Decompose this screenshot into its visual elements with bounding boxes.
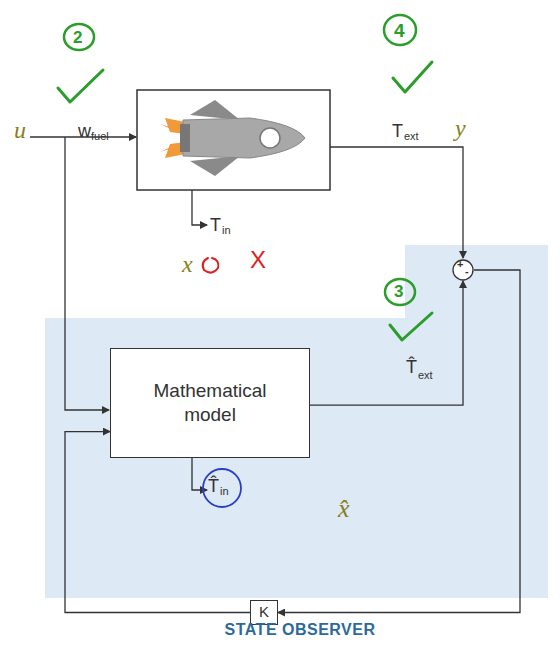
cross-mark: X [250,248,266,272]
signal-name: T [210,216,221,234]
signal-wires [30,137,463,490]
sign-symbol: - [465,266,469,277]
signal-name: w [78,122,91,140]
signal-subscript: in [222,225,231,236]
box-label: K [259,603,269,622]
signal-connector [310,281,463,405]
plant-box [137,90,330,190]
signal-symbol: x̂ [338,496,350,522]
signal-connector [65,432,250,613]
signal-subscript: ext [404,131,419,142]
handwritten-marks [58,15,432,507]
signal-name: T̂ [406,358,417,376]
signal-subscript: in [220,486,229,497]
signal-subscript: ext [418,370,433,381]
sign-symbol: + [457,259,463,270]
callout-number: 2 [73,29,82,46]
signal-name: T̂ [208,477,219,495]
model-box: Mathematical model [110,348,310,458]
observer-region [45,245,548,598]
summing-junction: +- [452,259,474,281]
signal-symbol: u [14,118,26,142]
signal-symbol: x [182,252,193,276]
signal-connector [278,270,520,613]
callout-number: 3 [394,283,403,300]
callout-number: 4 [394,21,405,40]
diagram-caption: STATE OBSERVER [0,622,560,638]
box-label: Mathematical model [141,379,279,427]
signal-name: T [392,122,403,140]
signal-subscript: fuel [91,131,109,142]
rocket-illustration [160,100,305,176]
signal-symbol: y [455,116,466,140]
